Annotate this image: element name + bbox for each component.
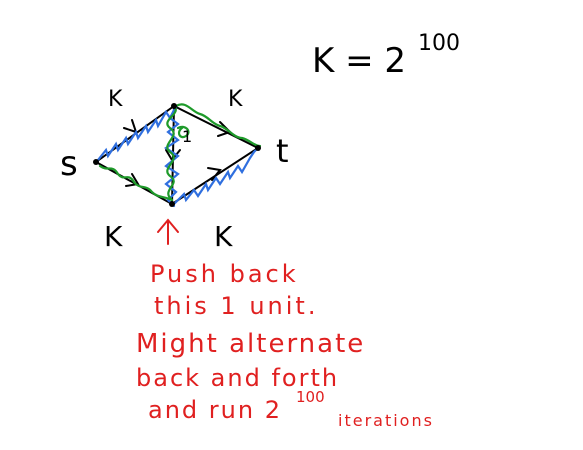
annotation-line-1: Push back: [150, 260, 299, 288]
annotation-note: Push back this 1 unit. Might alternate b…: [136, 260, 434, 430]
annotation-line-3: Might alternate: [136, 329, 365, 359]
green-seg-s-bottom: [98, 164, 174, 202]
annotation-line-5-exponent: 100: [296, 388, 325, 406]
green-seg-middle: [166, 104, 177, 202]
edge-label-middle: 1: [182, 127, 192, 146]
blue-seg-bottom-t: [172, 146, 260, 206]
annotation-line-2: this 1 unit.: [154, 292, 318, 320]
source-label: s: [60, 144, 78, 184]
green-middle-loop: [176, 125, 190, 139]
blue-seg-s-top: [96, 104, 178, 162]
node-top: [171, 103, 177, 109]
edge-label-bottom-left: K: [104, 220, 123, 253]
annotation-line-5-suffix: iterations: [338, 411, 434, 430]
arrow-s-top: [123, 119, 138, 134]
network-nodes: [93, 103, 261, 207]
node-s: [93, 159, 99, 165]
edge-label-top-right: K: [228, 87, 243, 112]
edge-top-t: [173, 105, 259, 149]
blue-augmenting-path: [96, 104, 260, 208]
edge-label-bottom-right: K: [214, 220, 233, 253]
annotation-line-4: back and forth: [136, 364, 339, 392]
green-seg-top-t: [174, 103, 262, 148]
annotation-line-5-prefix: and run 2: [148, 396, 282, 424]
blue-seg-middle: [164, 106, 180, 208]
node-t: [255, 145, 261, 151]
arrow-s-bottom: [125, 173, 140, 187]
sink-label: t: [276, 132, 289, 170]
formula-exponent: 100: [418, 31, 460, 56]
edge-label-top-left: K: [108, 87, 123, 112]
red-arrow-icon: [157, 218, 179, 245]
green-augmenting-path: [98, 103, 262, 202]
formula-base: K = 2: [312, 41, 406, 81]
node-bottom: [169, 201, 175, 207]
arrow-bottom-t: [207, 167, 222, 181]
